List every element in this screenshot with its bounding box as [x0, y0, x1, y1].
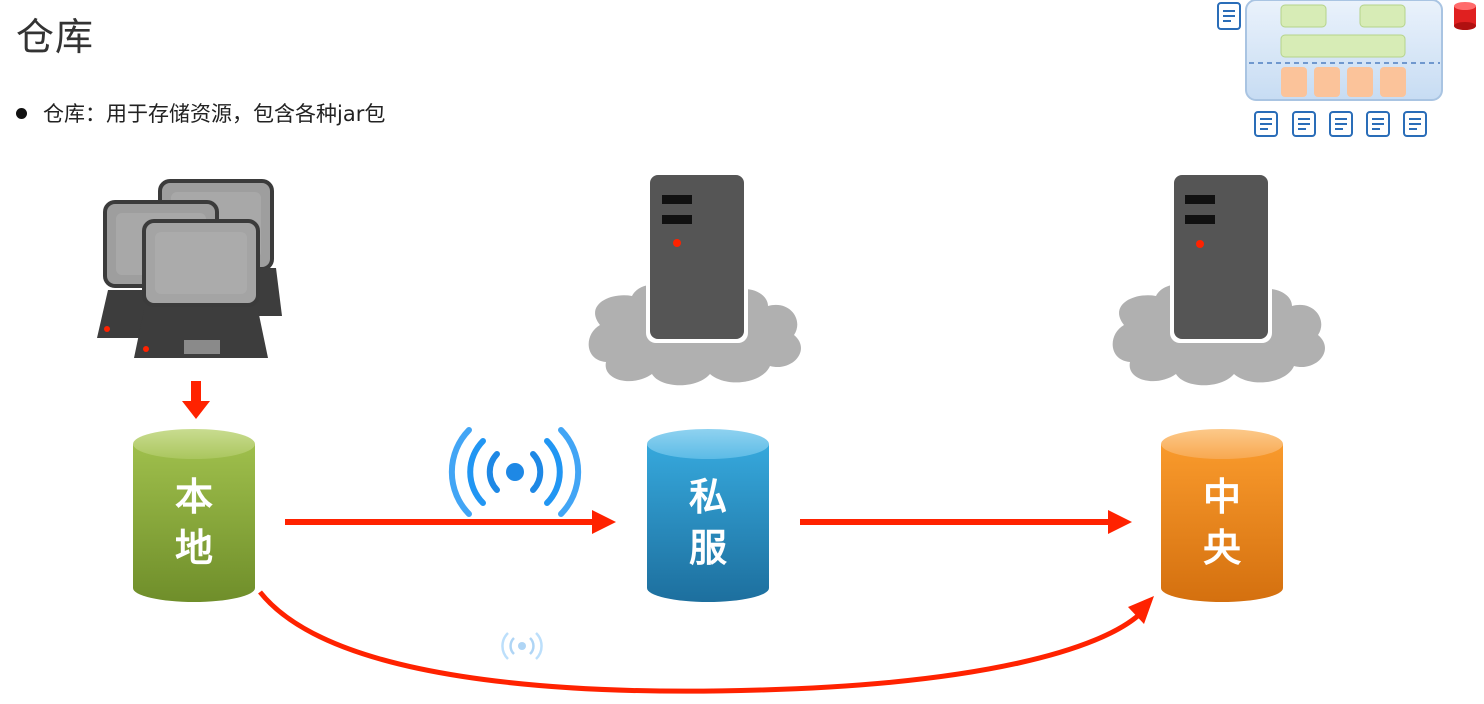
local-label-2: 地	[175, 526, 213, 570]
private-label-2: 服	[689, 526, 727, 570]
computers-icon	[97, 179, 282, 358]
central-label-2: 央	[1203, 526, 1242, 570]
private-server-icon	[588, 171, 801, 386]
document-icon	[1217, 2, 1241, 30]
repository-structure-icon	[1217, 0, 1476, 137]
database-icon	[1454, 2, 1476, 30]
document-row-icons	[1254, 111, 1427, 137]
wireless-signal-icon	[448, 427, 582, 517]
bullet-item: 仓库：用于存储资源，包含各种jar包	[16, 98, 385, 128]
arrow-local-to-private	[285, 510, 616, 534]
private-repository: 私 服	[647, 429, 769, 602]
arrow-private-to-central	[800, 510, 1132, 534]
page-title: 仓库	[16, 15, 95, 59]
faint-signal-icon	[501, 632, 543, 660]
bullet-text: 仓库：用于存储资源，包含各种jar包	[43, 102, 386, 126]
bullet-dot-icon	[16, 107, 27, 119]
private-label-1: 私	[689, 475, 727, 519]
download-arrow	[182, 381, 210, 419]
local-repository: 本 地	[133, 429, 255, 602]
central-server-icon	[1112, 171, 1325, 386]
local-label-1: 本	[175, 475, 213, 519]
central-label-1: 中	[1203, 475, 1241, 519]
central-repository: 中 央	[1161, 429, 1283, 602]
arrow-local-to-central	[258, 590, 1154, 694]
